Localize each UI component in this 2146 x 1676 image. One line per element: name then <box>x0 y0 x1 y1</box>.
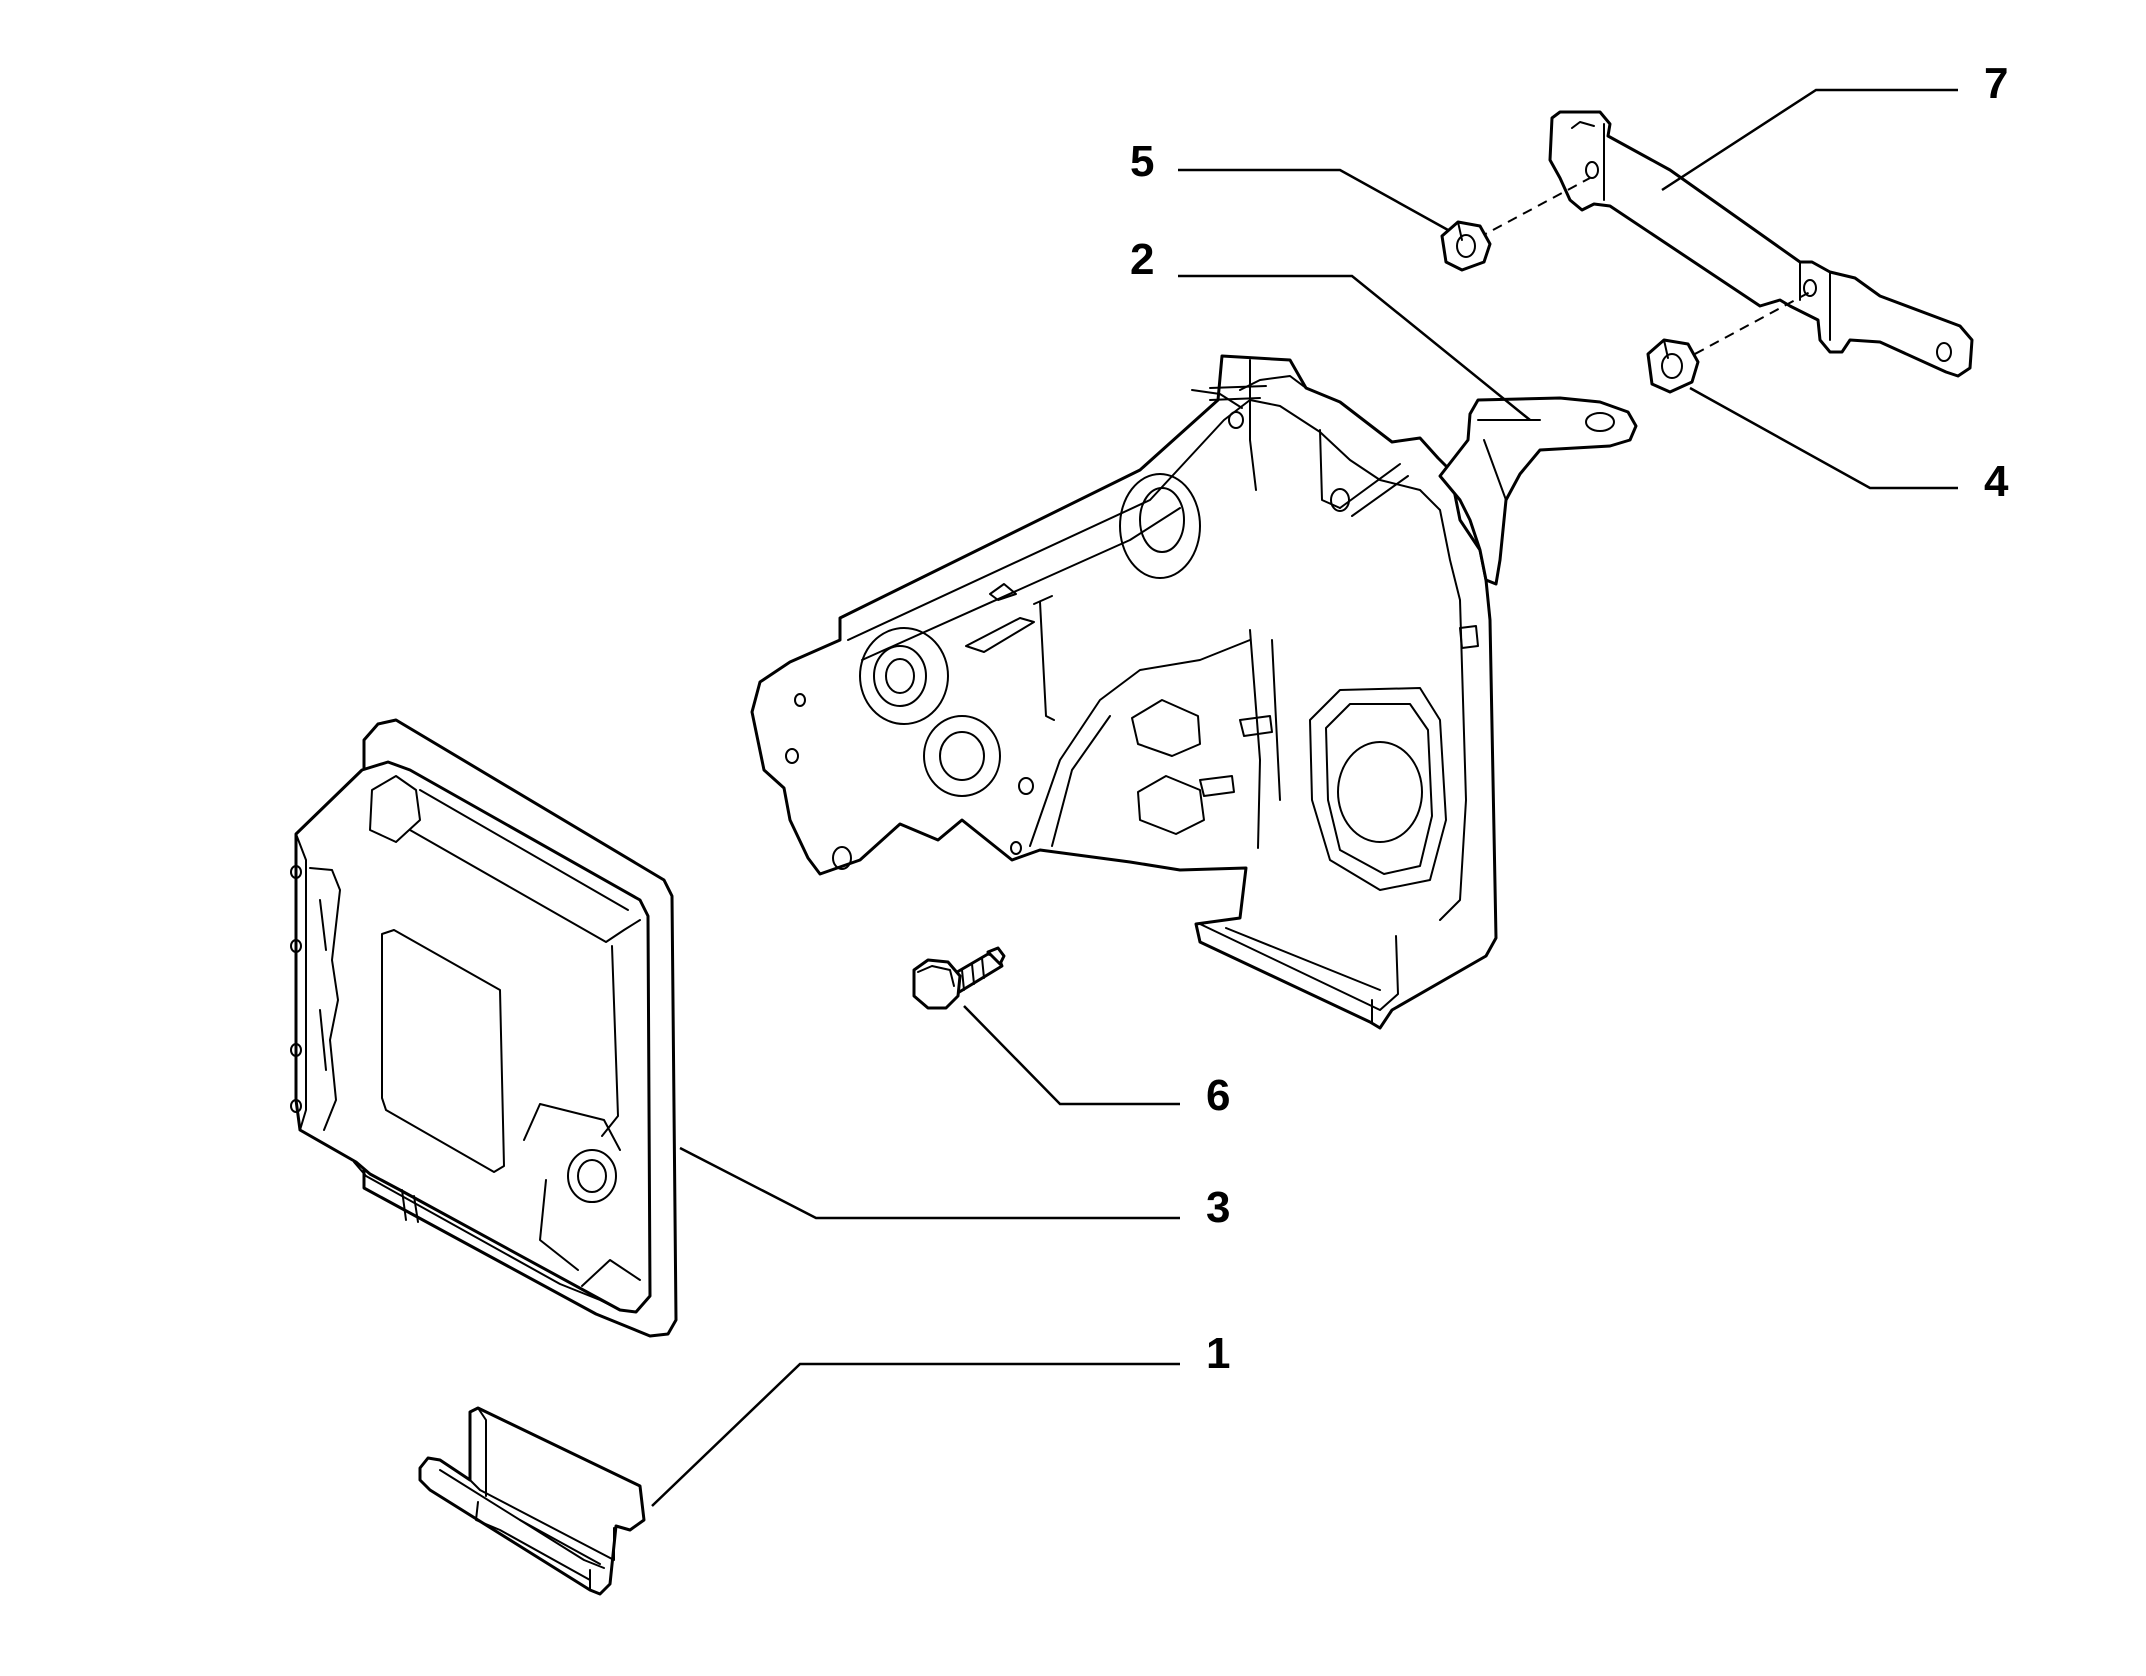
part-7-mounting-strap <box>1548 110 1974 378</box>
part-5-hex-nut <box>1440 220 1492 272</box>
callout-4: 4 <box>1984 457 2009 506</box>
part-1-clip <box>418 1406 646 1596</box>
assembly-line-nut-5 <box>1477 177 1591 239</box>
leader-2 <box>1178 274 1531 421</box>
leader-3 <box>679 1146 1180 1220</box>
callout-2: 2 <box>1130 235 1154 284</box>
leader-1 <box>651 1362 1180 1507</box>
callout-7: 7 <box>1984 59 2008 108</box>
leader-lines <box>651 88 1958 1507</box>
leader-4 <box>1689 386 1958 490</box>
callout-6: 6 <box>1206 1071 1230 1120</box>
part-6-flanged-bolt <box>912 946 1006 1010</box>
callout-5: 5 <box>1130 137 1154 186</box>
leader-5 <box>1178 168 1449 232</box>
callout-labels: 7 5 2 4 6 3 1 <box>1130 59 2009 1378</box>
callout-1: 1 <box>1206 1329 1230 1378</box>
part-3-control-unit <box>290 718 678 1338</box>
part-2-support-bracket <box>750 354 1638 1030</box>
leader-6 <box>963 1005 1180 1106</box>
callout-3: 3 <box>1206 1183 1230 1232</box>
part-4-hex-nut <box>1646 338 1700 394</box>
leader-7 <box>1661 88 1958 192</box>
assembly-line-nut-4 <box>1679 291 1811 363</box>
